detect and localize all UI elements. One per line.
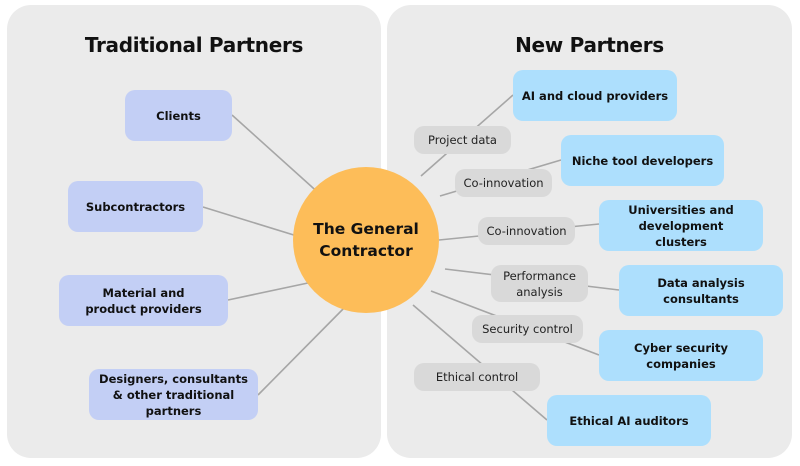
node-ethical-ai-auditors[interactable]: Ethical AI auditors: [547, 395, 711, 446]
relation-project-data: Project data: [414, 126, 511, 154]
hub-label: The General Contractor: [313, 220, 419, 260]
node-label: Subcontractors: [85, 199, 186, 214]
node-label: Material and product providers: [85, 285, 202, 316]
node-label: Data analysis consultants: [657, 275, 745, 306]
node-label: Clients: [156, 108, 201, 123]
node-subcontractors[interactable]: Subcontractors: [68, 181, 203, 232]
relation-performance-analysis: Performance analysis: [491, 265, 588, 302]
relation-co-innovation-1: Co-innovation: [455, 169, 552, 197]
connector-subcontractors: [202, 206, 311, 241]
connector-clients: [231, 114, 323, 197]
node-label: Designers, consultants & other tradition…: [99, 371, 248, 418]
node-universities-clusters[interactable]: Universities and development clusters: [599, 200, 763, 251]
node-label: Niche tool developers: [571, 153, 714, 168]
node-niche-tool-developers[interactable]: Niche tool developers: [561, 135, 724, 186]
node-label: Universities and development clusters: [628, 202, 734, 249]
connector-designers: [257, 302, 350, 396]
node-ai-cloud-providers[interactable]: AI and cloud providers: [513, 70, 677, 121]
node-designers-consultants[interactable]: Designers, consultants & other tradition…: [89, 369, 258, 420]
general-contractor-hub[interactable]: The General Contractor: [293, 167, 439, 313]
new-partners-title: New Partners: [515, 33, 664, 57]
node-label: Ethical AI auditors: [569, 413, 689, 428]
relation-co-innovation-2: Co-innovation: [478, 217, 575, 245]
traditional-partners-title: Traditional Partners: [84, 33, 304, 57]
node-label: AI and cloud providers: [521, 88, 669, 103]
node-cyber-security-companies[interactable]: Cyber security companies: [599, 330, 763, 381]
relation-security-control: Security control: [472, 315, 583, 343]
node-clients[interactable]: Clients: [125, 90, 232, 141]
relation-ethical-control: Ethical control: [414, 363, 540, 391]
node-data-analysis-consultants[interactable]: Data analysis consultants: [619, 265, 783, 316]
node-material-providers[interactable]: Material and product providers: [59, 275, 228, 326]
connector-ethical: [412, 304, 548, 421]
node-label: Cyber security companies: [634, 340, 728, 371]
